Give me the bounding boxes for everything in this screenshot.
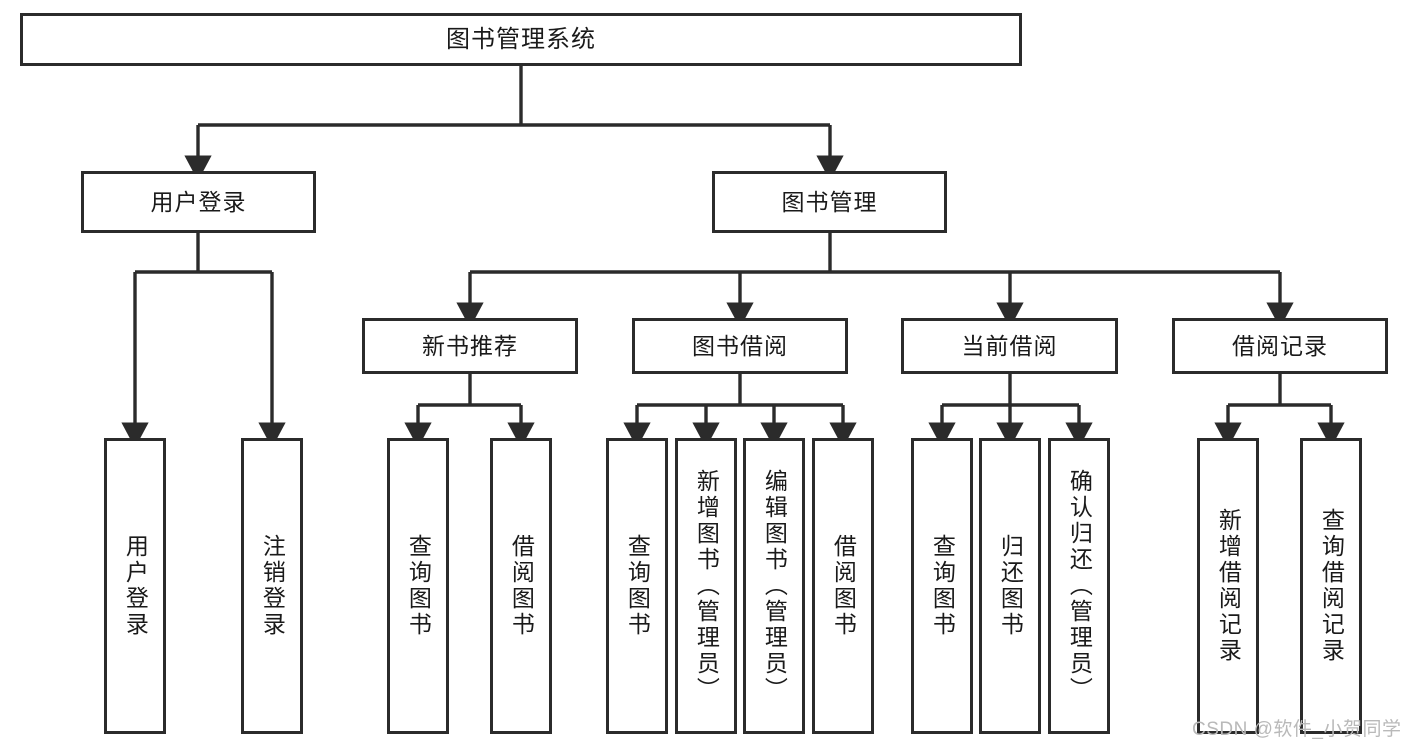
node-current-borrow[interactable]: 当前借阅	[901, 318, 1118, 374]
node-label: 当前借阅	[961, 332, 1058, 359]
node-label: 新书推荐	[422, 332, 518, 359]
node-new-book-recommend[interactable]: 新书推荐	[362, 318, 578, 374]
node-label: 查询借阅记录	[1318, 508, 1345, 664]
node-label: 借阅图书	[508, 534, 535, 638]
node-leaf-return-book[interactable]: 归还图书	[979, 438, 1041, 734]
watermark: CSDN @软件_小贺同学	[1192, 719, 1402, 740]
node-label: 图书管理	[781, 188, 878, 215]
node-book-borrow[interactable]: 图书借阅	[632, 318, 848, 374]
node-leaf-query-record[interactable]: 查询借阅记录	[1300, 438, 1362, 734]
node-leaf-confirm-return[interactable]: 确认归还（管理员）	[1048, 438, 1110, 734]
node-leaf-edit-book[interactable]: 编辑图书（管理员）	[743, 438, 805, 734]
node-label: 查询图书	[405, 534, 432, 638]
node-label: 用户登录	[122, 534, 149, 638]
node-leaf-borrow-book-2[interactable]: 借阅图书	[812, 438, 874, 734]
node-label: 用户登录	[150, 188, 247, 215]
node-leaf-query-book-3[interactable]: 查询图书	[911, 438, 973, 734]
node-label: 图书管理系统	[446, 25, 596, 53]
node-label: 查询图书	[624, 534, 651, 638]
node-book-management[interactable]: 图书管理	[712, 171, 947, 233]
node-label: 编辑图书（管理员）	[761, 469, 788, 703]
node-label: 确认归还（管理员）	[1066, 469, 1093, 703]
node-leaf-borrow-book-1[interactable]: 借阅图书	[490, 438, 552, 734]
node-label: 新增图书（管理员）	[693, 469, 720, 703]
node-leaf-query-book-2[interactable]: 查询图书	[606, 438, 668, 734]
node-label: 新增借阅记录	[1215, 508, 1242, 664]
node-label: 归还图书	[997, 534, 1024, 638]
node-user-login[interactable]: 用户登录	[81, 171, 316, 233]
node-leaf-user-logout[interactable]: 注销登录	[241, 438, 303, 734]
node-label: 注销登录	[259, 534, 286, 638]
node-root-book-management-system[interactable]: 图书管理系统	[20, 13, 1022, 66]
node-leaf-query-book-1[interactable]: 查询图书	[387, 438, 449, 734]
node-label: 查询图书	[929, 534, 956, 638]
node-label: 借阅记录	[1232, 332, 1328, 359]
node-borrow-record[interactable]: 借阅记录	[1172, 318, 1388, 374]
node-leaf-add-book[interactable]: 新增图书（管理员）	[675, 438, 737, 734]
node-leaf-user-login[interactable]: 用户登录	[104, 438, 166, 734]
node-leaf-add-record[interactable]: 新增借阅记录	[1197, 438, 1259, 734]
node-label: 借阅图书	[830, 534, 857, 638]
node-label: 图书借阅	[692, 332, 788, 359]
